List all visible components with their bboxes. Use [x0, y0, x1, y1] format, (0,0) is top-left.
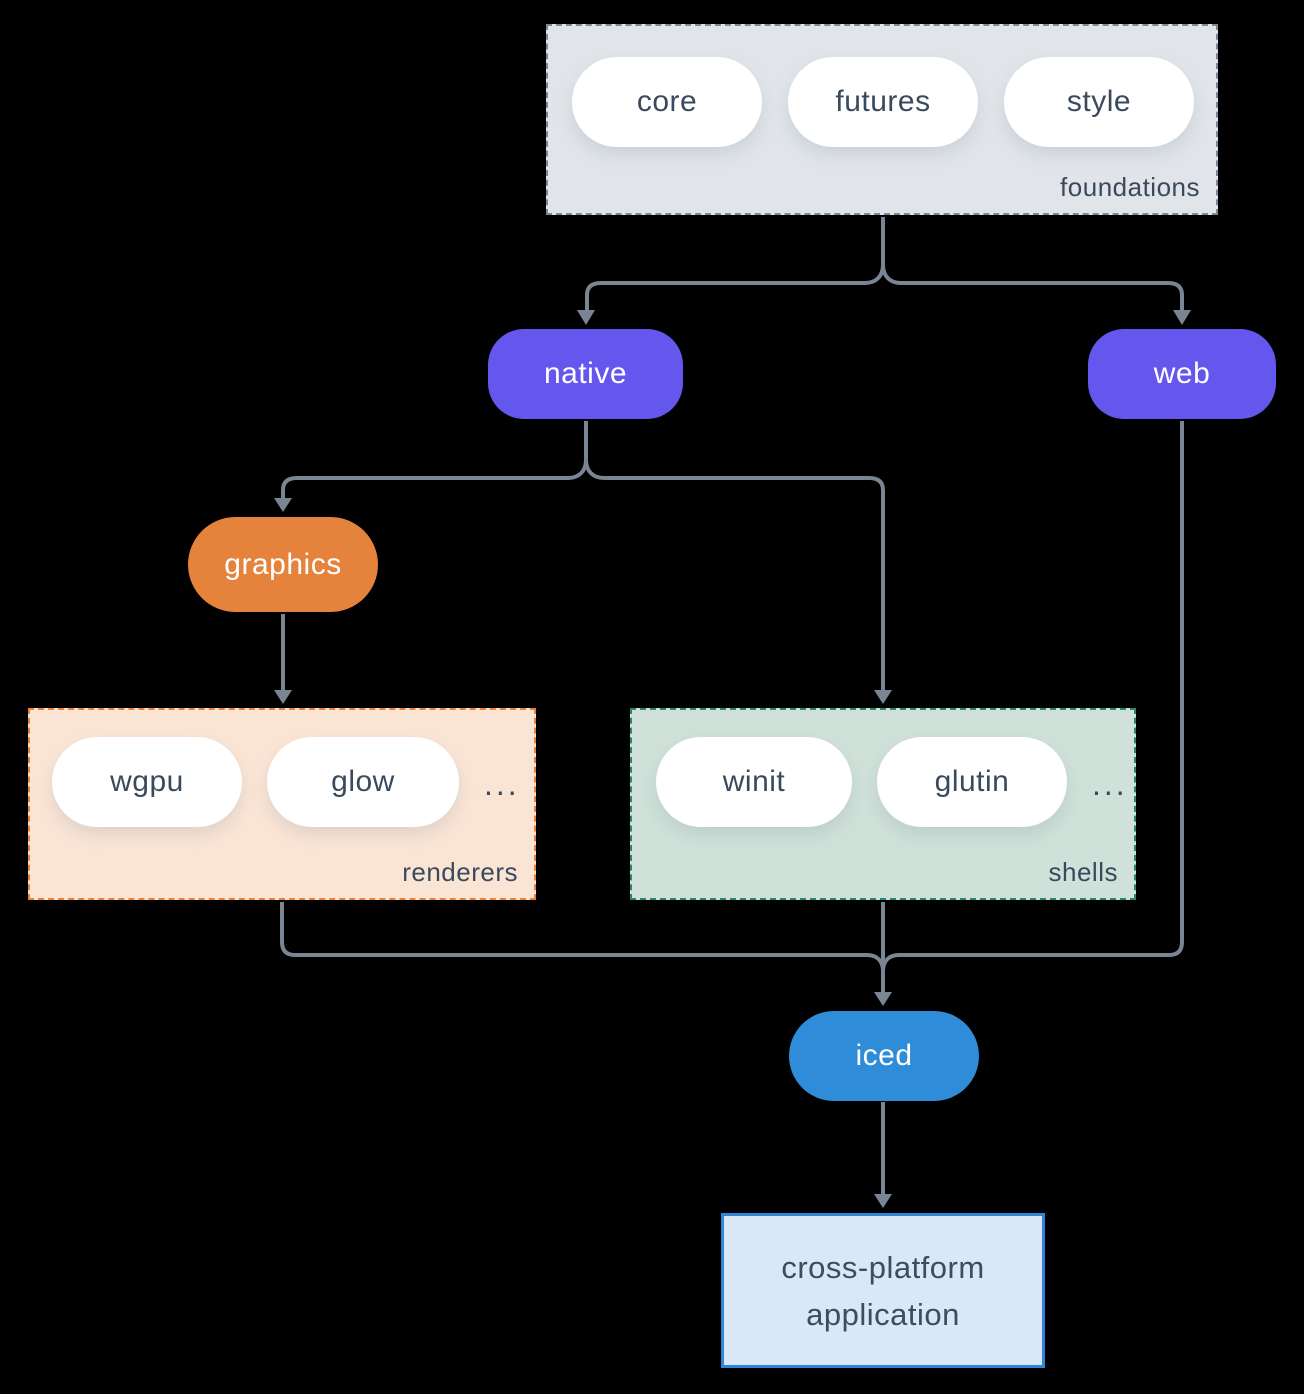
foundations-pill-row: core futures style — [548, 26, 1216, 147]
crate-label: core — [636, 85, 698, 118]
crate-label: futures — [835, 85, 931, 118]
node-label: native — [543, 357, 628, 390]
crate-label: glow — [331, 765, 395, 798]
edge-native-graphics — [281, 421, 588, 498]
arrowhead-native-icon — [577, 310, 595, 325]
crate-pill-wgpu: wgpu — [52, 737, 242, 827]
node-label: iced — [855, 1039, 913, 1072]
crate-pill-core: core — [572, 57, 762, 147]
crate-pill-style: style — [1004, 57, 1194, 147]
arrowhead-graphics-icon — [274, 498, 292, 512]
crate-pill-winit: winit — [656, 737, 852, 827]
node-web: web — [1088, 329, 1276, 419]
arrowhead-web-icon — [1173, 310, 1191, 325]
node-native: native — [488, 329, 683, 419]
node-iced: iced — [789, 1011, 979, 1101]
renderers-pill-row: wgpu glow ... — [30, 710, 534, 827]
edge-foundations-native — [585, 217, 885, 310]
node-label: web — [1153, 357, 1211, 390]
crate-pill-glutin: glutin — [877, 737, 1067, 827]
application-label-line2: application — [806, 1296, 960, 1332]
application-box: cross-platform application — [721, 1213, 1045, 1368]
crate-label: glutin — [934, 765, 1010, 798]
shells-pill-row: winit glutin ... — [632, 710, 1134, 827]
arrowhead-iced-icon — [874, 992, 892, 1006]
renderers-group-box: wgpu glow ... renderers — [28, 708, 536, 900]
crate-pill-futures: futures — [788, 57, 978, 147]
edge-renderers-iced — [280, 902, 885, 972]
more-crates-ellipsis: ... — [1092, 765, 1128, 802]
shells-group-label: shells — [1048, 857, 1118, 887]
crate-label: wgpu — [110, 765, 184, 798]
more-crates-ellipsis: ... — [484, 765, 520, 802]
node-graphics: graphics — [188, 517, 378, 612]
application-label-line1: cross-platform — [781, 1249, 985, 1285]
crate-pill-glow: glow — [267, 737, 459, 827]
renderers-group-label: renderers — [402, 857, 518, 887]
crate-label: winit — [722, 765, 786, 798]
arrowhead-shells-icon — [874, 690, 892, 704]
edge-native-shells — [584, 459, 885, 690]
foundations-group-label: foundations — [1060, 172, 1200, 202]
shells-group-box: winit glutin ... shells — [630, 708, 1136, 900]
node-label: graphics — [224, 547, 342, 581]
arrowhead-renderers-icon — [274, 690, 292, 704]
arrowhead-application-icon — [874, 1194, 892, 1208]
edge-foundations-web — [881, 264, 1184, 310]
foundations-group-box: core futures style foundations — [546, 24, 1218, 215]
crate-label: style — [1066, 85, 1132, 118]
